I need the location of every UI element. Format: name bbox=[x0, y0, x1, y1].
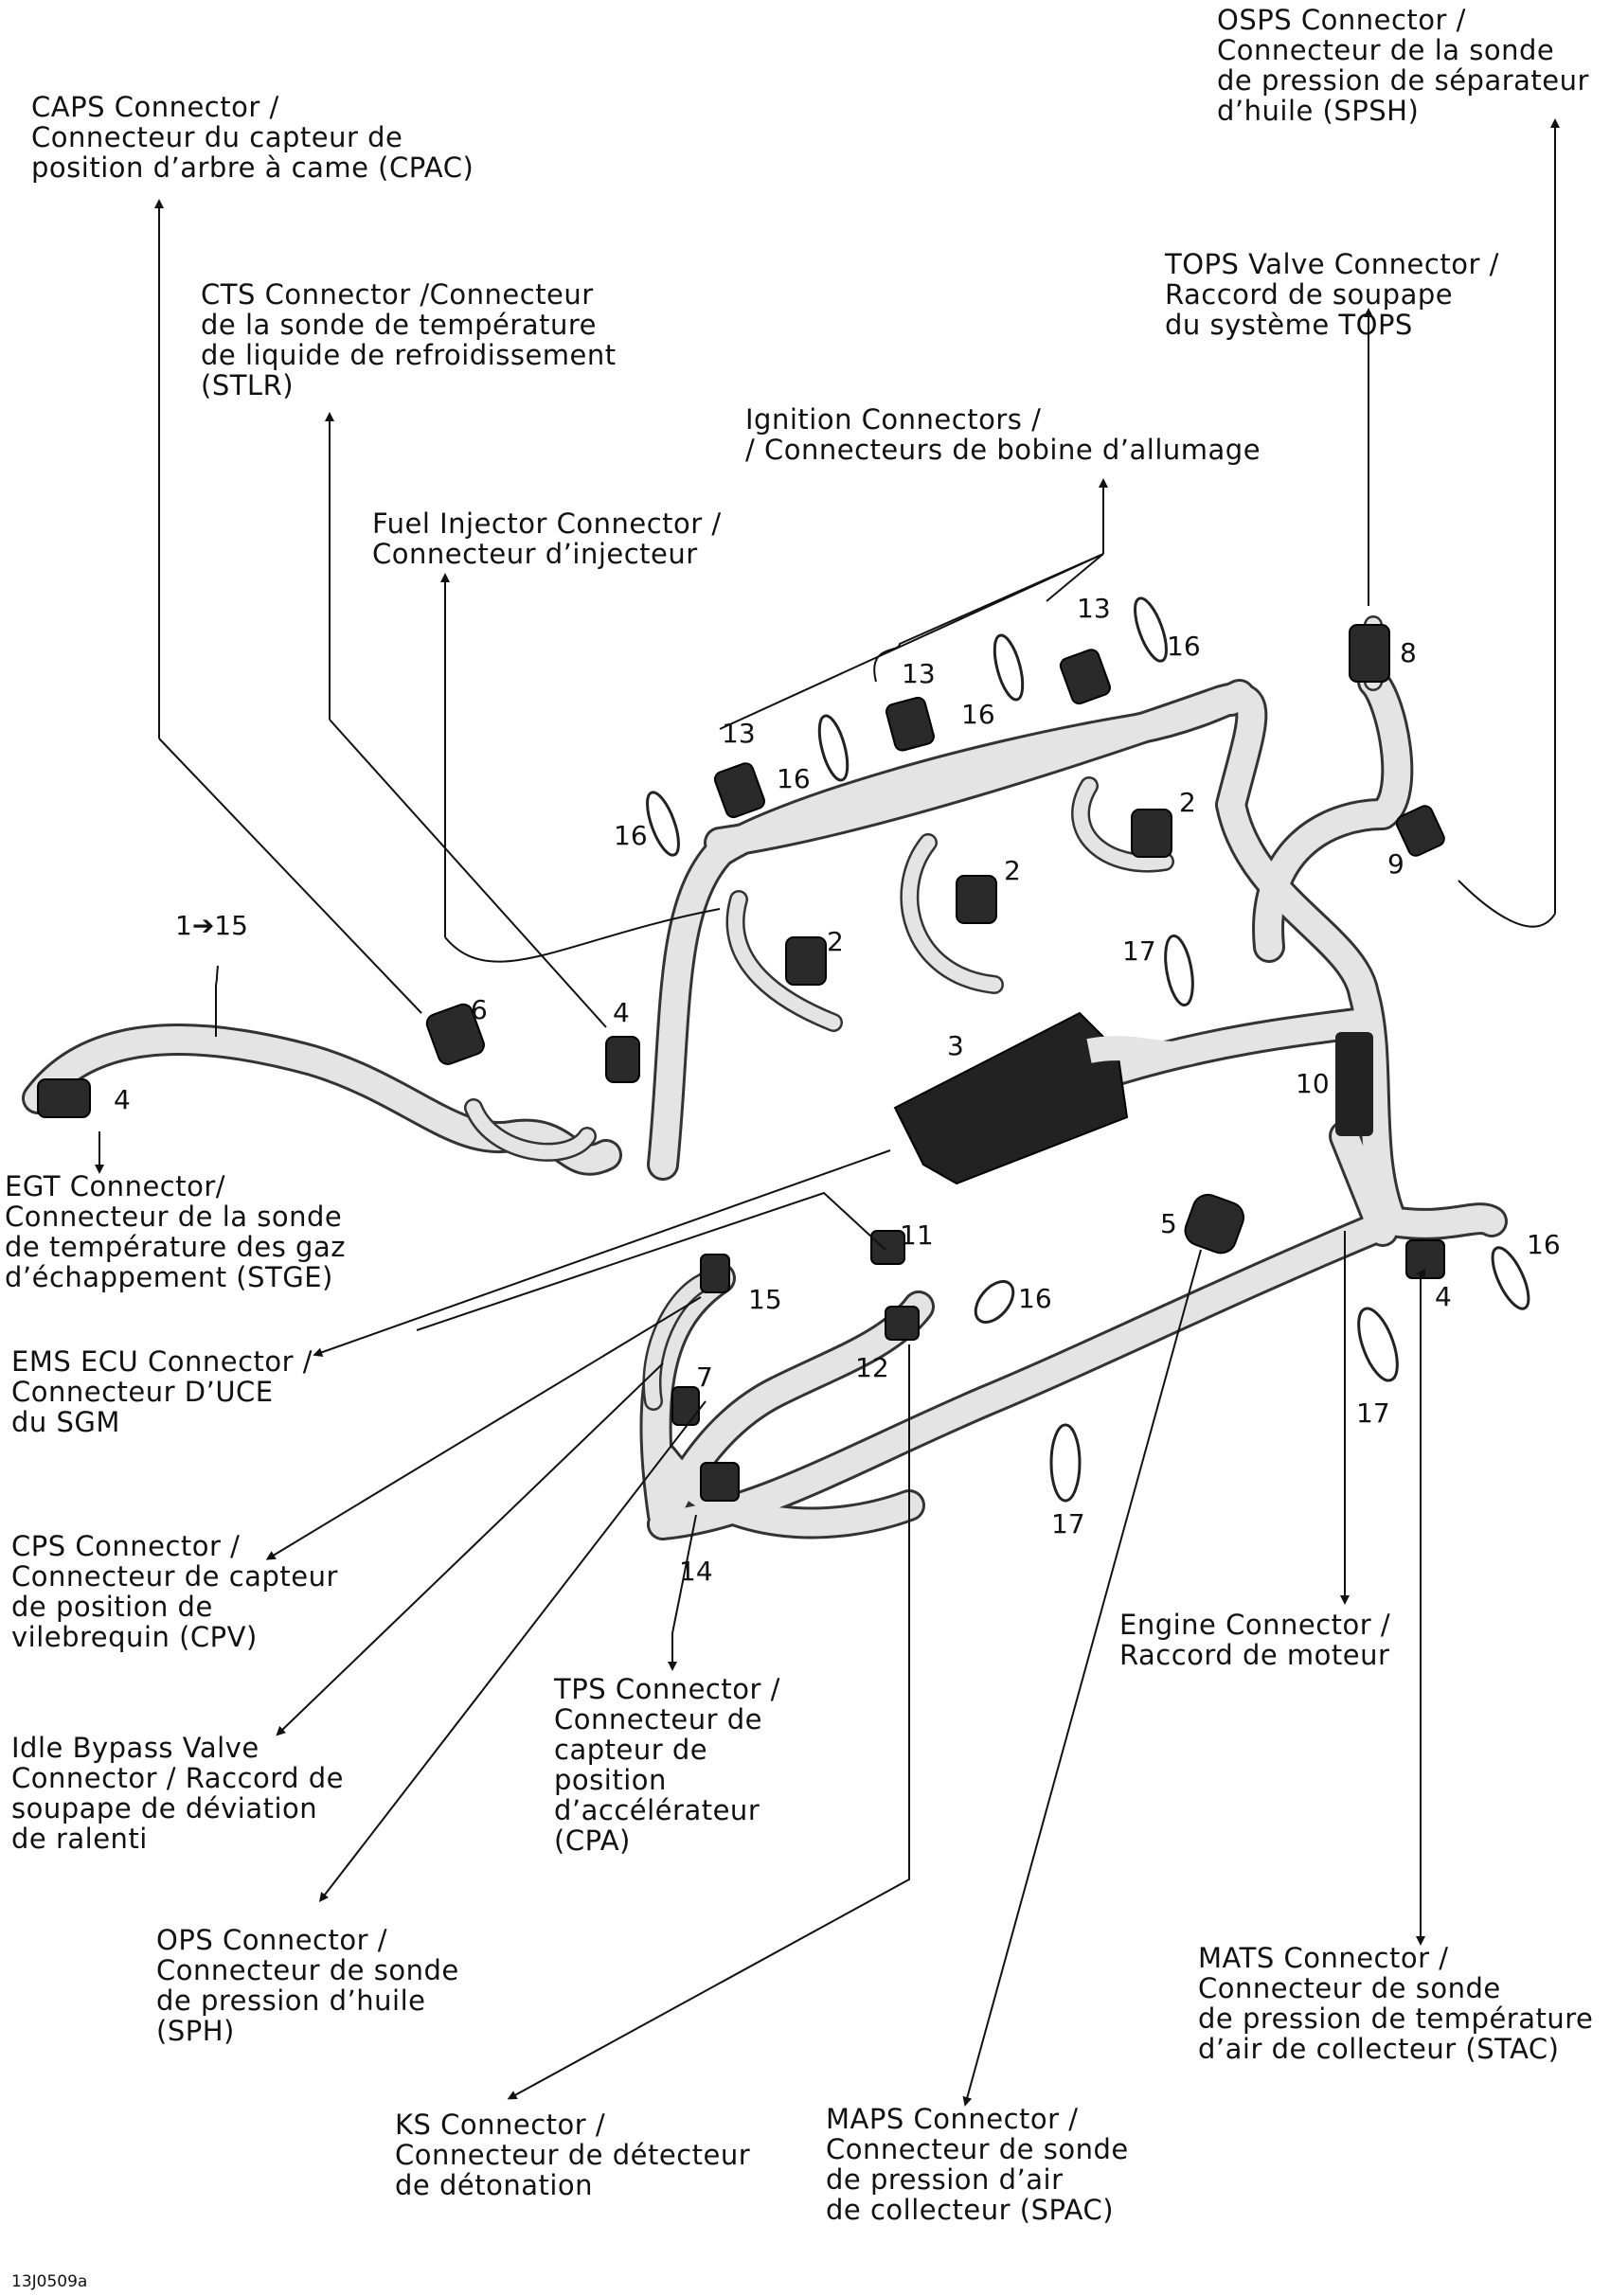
callout-16: 16 bbox=[614, 820, 648, 851]
callout-2: 2 bbox=[1004, 855, 1021, 886]
callout-2: 2 bbox=[827, 926, 844, 957]
callout-9: 9 bbox=[1387, 848, 1404, 880]
callout-3: 3 bbox=[947, 1030, 964, 1061]
callout-8: 8 bbox=[1400, 637, 1417, 668]
ecu-connector-shape bbox=[893, 1011, 1129, 1185]
callout-16: 16 bbox=[1527, 1229, 1561, 1260]
document-code: 13J0509a bbox=[11, 2272, 88, 2291]
callout-1-to-15: 1➔15 bbox=[175, 910, 248, 941]
callout-13: 13 bbox=[1077, 593, 1111, 624]
label-fuel-injector: Fuel Injector Connector /Connecteur d’in… bbox=[372, 507, 722, 570]
callout-14: 14 bbox=[679, 1556, 713, 1587]
label-ignition: Ignition Connectors // Connecteurs de bo… bbox=[745, 403, 1261, 466]
callout-12: 12 bbox=[855, 1352, 889, 1383]
callout-13: 13 bbox=[902, 658, 936, 689]
callout-4: 4 bbox=[1435, 1281, 1452, 1312]
connector-shapes bbox=[37, 624, 1445, 1502]
callout-16: 16 bbox=[1167, 631, 1201, 662]
callout-5: 5 bbox=[1160, 1208, 1177, 1239]
callout-17: 17 bbox=[1051, 1508, 1085, 1540]
harness-main bbox=[22, 615, 1508, 1540]
callout-16: 16 bbox=[961, 699, 995, 730]
leader-lines bbox=[95, 118, 1560, 2107]
callout-16: 16 bbox=[777, 763, 811, 794]
callout-6: 6 bbox=[471, 994, 488, 1025]
callout-13: 13 bbox=[722, 718, 756, 749]
callout-16: 16 bbox=[1018, 1283, 1052, 1314]
label-caps: CAPS Connector /Connecteur du capteur de… bbox=[31, 91, 474, 184]
callout-4: 4 bbox=[114, 1084, 131, 1115]
cable-ties bbox=[646, 596, 1530, 1503]
callout-17: 17 bbox=[1356, 1397, 1390, 1429]
label-engine: Engine Connector /Raccord de moteur bbox=[1119, 1609, 1391, 1671]
callout-11: 11 bbox=[900, 1219, 934, 1251]
label-tops: TOPS Valve Connector /Raccord de soupape… bbox=[1165, 248, 1499, 341]
callout-15: 15 bbox=[748, 1284, 782, 1315]
engine-connector-shape bbox=[1335, 1032, 1373, 1136]
callout-4: 4 bbox=[613, 997, 630, 1028]
callout-7: 7 bbox=[696, 1362, 713, 1393]
callout-10: 10 bbox=[1296, 1068, 1330, 1099]
callout-2: 2 bbox=[1179, 787, 1196, 818]
callout-17: 17 bbox=[1122, 935, 1156, 967]
